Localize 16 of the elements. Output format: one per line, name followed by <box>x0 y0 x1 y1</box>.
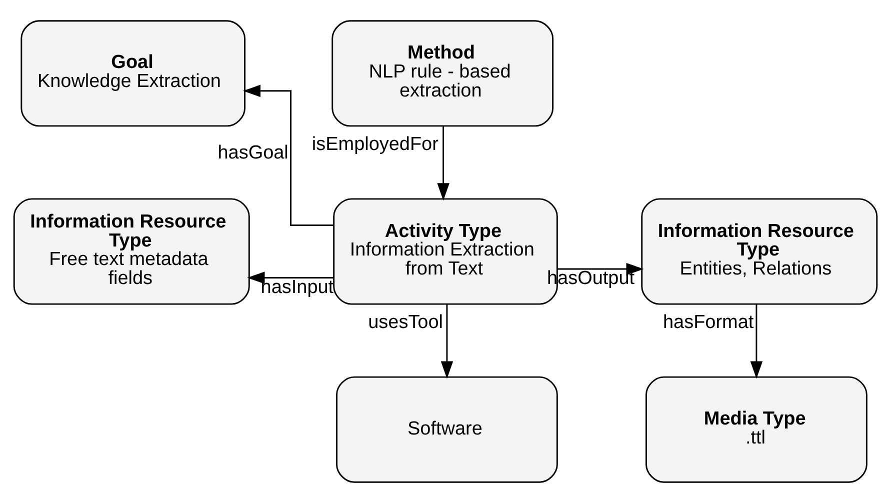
arrow <box>242 84 334 226</box>
node-box: Goal Knowledge Extraction <box>20 20 246 127</box>
edge-label: usesTool <box>368 312 443 333</box>
node-box: Media Type .ttl <box>646 376 868 483</box>
edge-label: isEmployedFor <box>312 134 438 155</box>
arrow <box>437 126 450 201</box>
node-box: Information Resource Type Free text metadata fields <box>13 198 250 305</box>
node-box: Software <box>336 376 558 483</box>
node-box: Information Resource Type Entities, Relations <box>641 198 878 305</box>
edge-label: hasFormat <box>663 312 754 333</box>
arrow <box>750 304 763 379</box>
arrow <box>247 272 334 284</box>
edge-label: hasInput <box>260 276 334 298</box>
node-box: Method NLP rule - based extraction <box>332 20 554 127</box>
edge-label: hasGoal <box>218 142 288 164</box>
arrow <box>440 304 454 379</box>
